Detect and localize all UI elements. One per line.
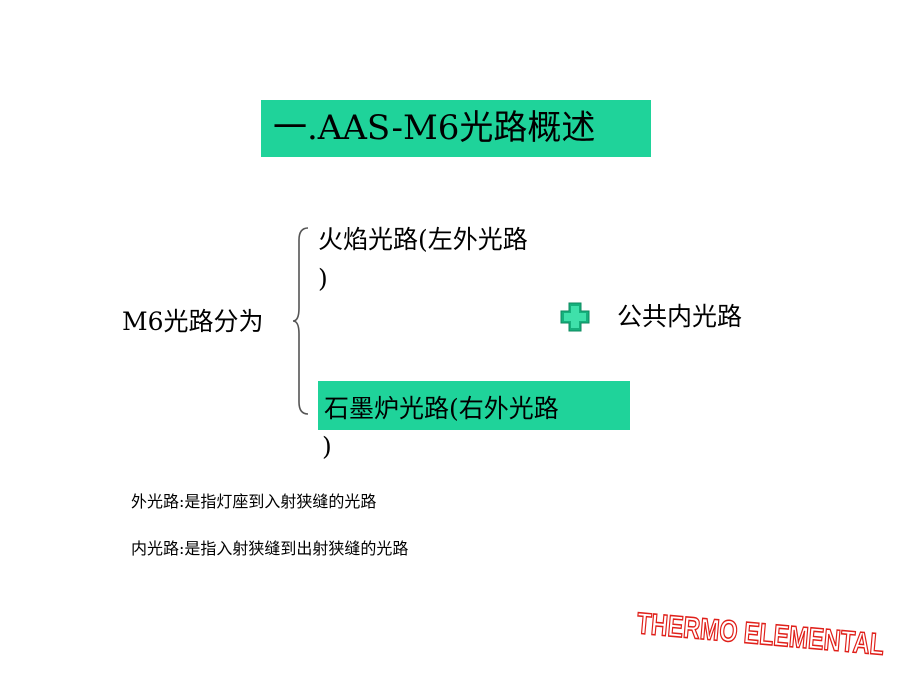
plus-icon	[560, 302, 590, 332]
furnace-path-label-cont: )	[322, 432, 332, 461]
title-box: 一.AAS-M6光路概述	[261, 100, 651, 157]
common-path-label: 公共内光路	[617, 302, 743, 331]
split-label: M6光路分为	[122, 307, 264, 336]
flame-path-label: 火焰光路(左外光路	[318, 225, 528, 254]
note-inner-path: 内光路:是指入射狭缝到出射狭缝的光路	[131, 539, 409, 558]
logo-text: THERMO ELEMENTAL	[636, 610, 886, 662]
note-outer-path: 外光路:是指灯座到入射狭缝的光路	[131, 492, 377, 511]
brace-icon	[292, 227, 309, 415]
flame-path-label-cont: )	[318, 264, 328, 293]
furnace-path-highlight: 石墨炉光路(右外光路	[318, 381, 630, 430]
furnace-path-label: 石墨炉光路(右外光路	[324, 394, 559, 423]
page-title: 一.AAS-M6光路概述	[273, 108, 596, 148]
thermo-elemental-logo: THERMO ELEMENTAL	[635, 610, 886, 663]
